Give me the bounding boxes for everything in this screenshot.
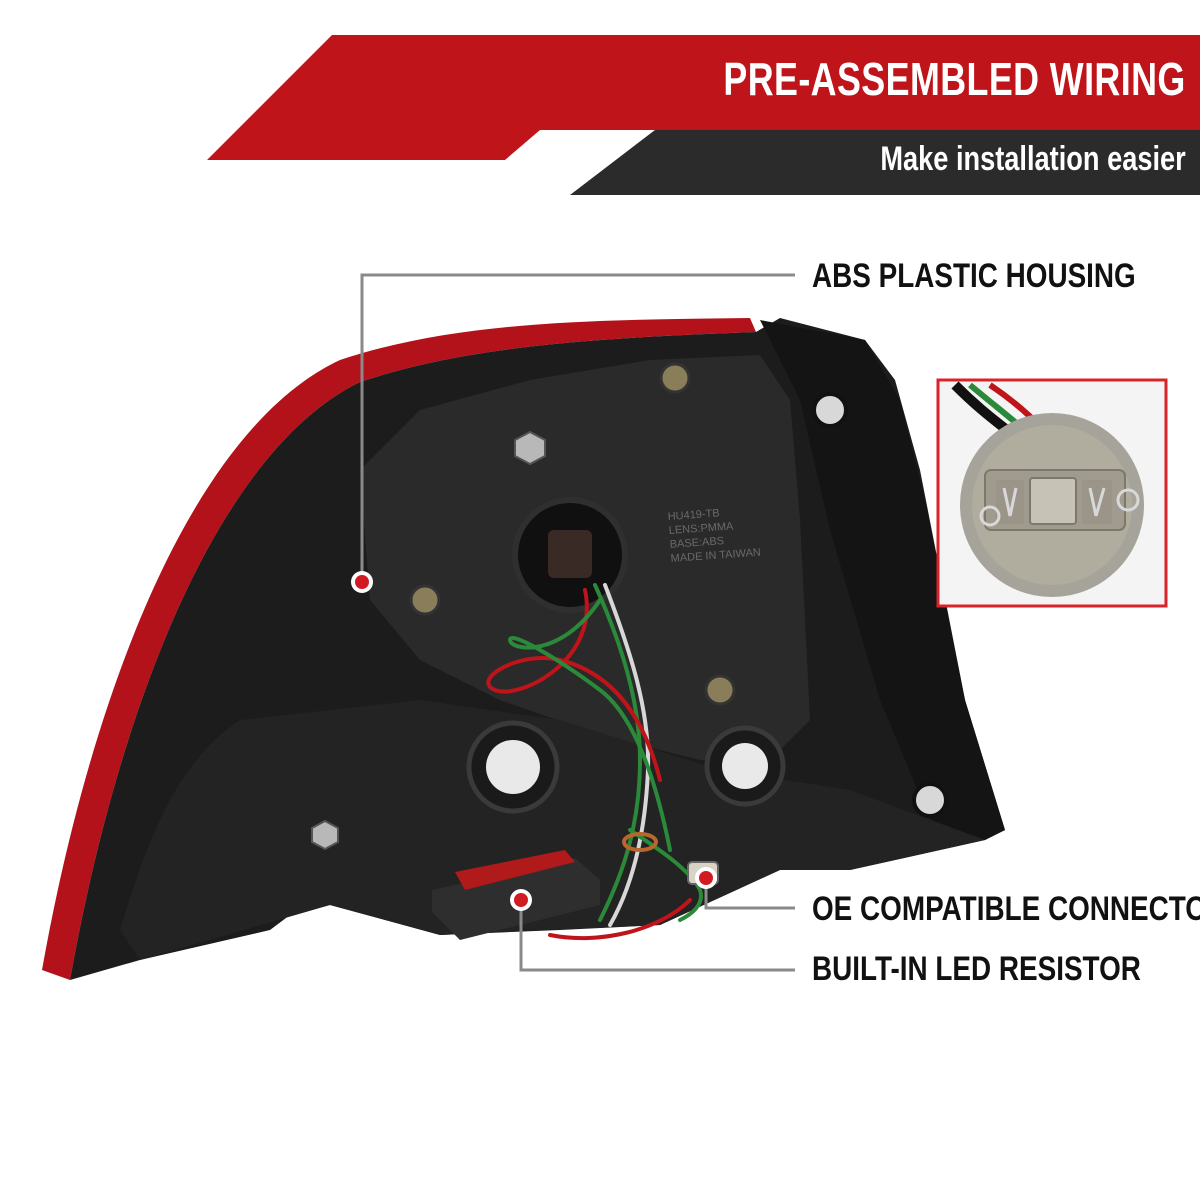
banner-dark-band [570,130,1200,195]
center-bulb-base [548,530,592,578]
stud-lower [311,819,339,851]
callout-connector-label: OE COMPATIBLE CONNECTOR [812,890,1200,928]
mount-hole-top [812,392,848,428]
resistor-red-label [455,850,575,890]
housing-lower-plate [120,700,985,960]
molding-text-line: HU419-TB [667,507,720,523]
screw-top [659,362,691,394]
screw-right [704,674,736,706]
wire-harness [486,583,703,941]
housing-molding-text: HU419-TB LENS:PMMA BASE:ABS MADE IN TAIW… [667,507,761,564]
banner-headline: PRE-ASSEMBLED WIRING [723,53,1186,105]
callout-housing-label: ABS PLASTIC HOUSING [812,257,1136,295]
stud-upper [514,430,546,466]
callout-markers [351,571,717,911]
molding-text-line: BASE:ABS [669,535,724,551]
banner-subheadline: Make installation easier [880,140,1186,178]
callout-resistor-label: BUILT-IN LED RESISTOR [812,950,1141,988]
socket-left-opening [486,740,540,794]
screw-left [409,584,441,616]
housing-side-flange [760,320,1005,840]
molding-text-line: LENS:PMMA [668,520,734,537]
lens-red-edge [42,318,756,980]
connector-inset [936,378,1168,608]
mount-hole-bottom [912,782,948,818]
socket-right-opening [722,743,768,789]
banner-red-band [207,35,1200,160]
